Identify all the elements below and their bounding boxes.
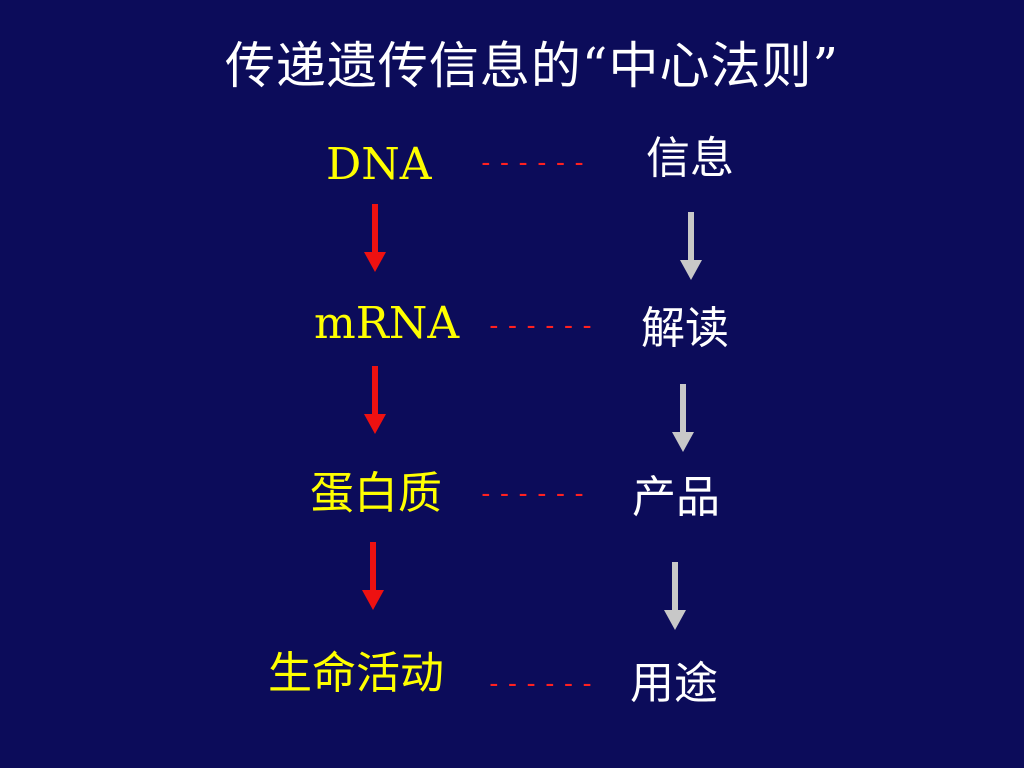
arrow-down-icon: [672, 384, 694, 452]
term-life-activity: 生命活动: [268, 648, 444, 699]
meaning-product: 产品: [632, 472, 720, 523]
connector-dna: ------: [478, 148, 590, 178]
arrow-down-icon: [680, 212, 702, 280]
connector-life-activity: ------: [486, 669, 598, 699]
term-dna: DNA: [326, 139, 432, 190]
connector-protein: ------: [478, 479, 590, 509]
meaning-decode: 解读: [641, 303, 729, 354]
arrow-down-icon: [664, 562, 686, 630]
meaning-use: 用途: [630, 658, 718, 709]
connector-mrna: ------: [486, 311, 598, 341]
arrow-down-icon: [364, 366, 386, 434]
slide-title: 传递遗传信息的“中心法则”: [224, 37, 840, 95]
arrow-down-icon: [362, 542, 384, 610]
arrow-down-icon: [364, 204, 386, 272]
term-mrna: mRNA: [314, 298, 460, 349]
meaning-info: 信息: [646, 133, 734, 184]
term-protein: 蛋白质: [310, 468, 442, 519]
